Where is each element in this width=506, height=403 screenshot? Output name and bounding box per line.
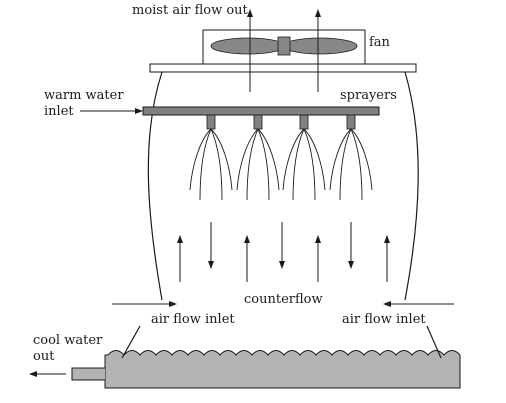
- counterflow-label: counterflow: [244, 292, 323, 307]
- air-flow-inlet-right-label: air flow inlet: [342, 312, 426, 327]
- tower-deck: [149, 63, 417, 73]
- fan-blade-left: [210, 37, 286, 55]
- sprayer-nozzle: [299, 114, 309, 130]
- air-flow-inlet-left-label: air flow inlet: [151, 312, 235, 327]
- fan-hub: [277, 36, 291, 56]
- tower-right-leg: [426, 325, 442, 359]
- fan-blade-right: [282, 37, 358, 55]
- sprayer-nozzle: [346, 114, 356, 130]
- spray-pattern: [282, 128, 326, 201]
- spray-pattern: [236, 128, 280, 201]
- tower-left-leg: [121, 325, 141, 359]
- spray-pattern: [189, 128, 233, 201]
- tower-left-wall: [147, 71, 163, 301]
- spray-pattern: [329, 128, 373, 201]
- sprayer-nozzle: [253, 114, 263, 130]
- sprayer-nozzle: [206, 114, 216, 130]
- water-basin: [104, 350, 461, 389]
- warm-water-label-line2: inlet: [44, 104, 74, 119]
- sprayers-label: sprayers: [340, 88, 397, 103]
- cool-water-label-line2: out: [33, 349, 55, 364]
- cool-water-outlet-pipe: [71, 367, 105, 381]
- fan-label: fan: [369, 35, 390, 50]
- cool-water-label-line1: cool water: [33, 333, 103, 348]
- tower-right-wall: [404, 71, 419, 301]
- moist-air-label: moist air flow out: [132, 3, 248, 18]
- warm-water-label-line1: warm water: [44, 88, 124, 103]
- water-distribution-pipe: [142, 106, 380, 116]
